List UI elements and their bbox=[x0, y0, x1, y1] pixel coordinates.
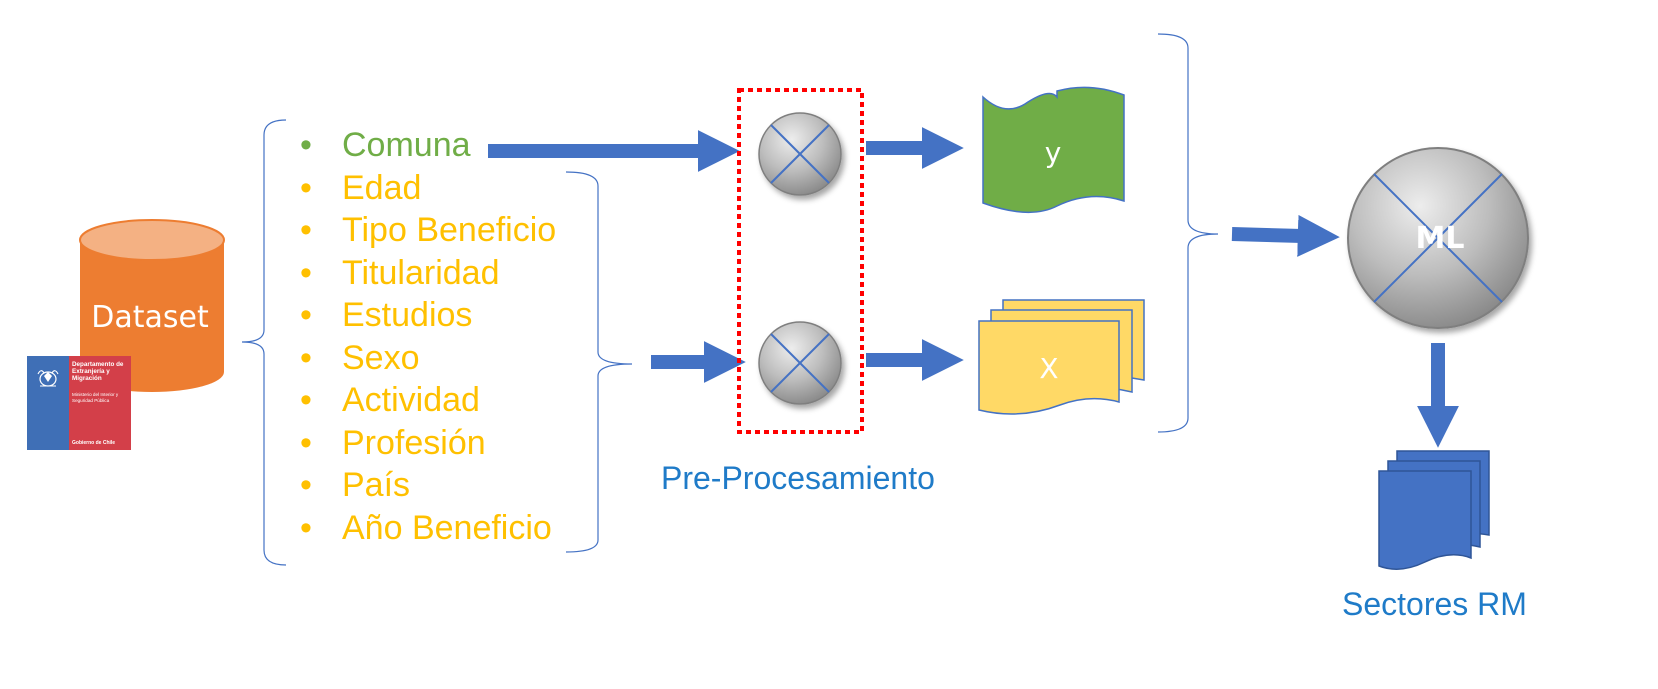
feature-label: País bbox=[342, 466, 411, 504]
logo-department: Departamento de Extranjería y Migración bbox=[72, 361, 124, 382]
preprocess-x-node bbox=[758, 321, 842, 405]
dataset-label: Dataset bbox=[91, 300, 209, 335]
feature-label: Titularidad bbox=[342, 253, 500, 292]
feature-item: • País bbox=[300, 464, 556, 507]
result-documents bbox=[1378, 450, 1490, 570]
ml-label: ML bbox=[1416, 221, 1465, 256]
bullet: • bbox=[300, 211, 312, 249]
x-features-brace bbox=[565, 171, 633, 553]
bullet: • bbox=[300, 168, 312, 207]
y-label: y bbox=[1045, 136, 1062, 169]
outputs-brace bbox=[1157, 33, 1219, 433]
feature-label: Sexo bbox=[342, 338, 420, 377]
features-brace bbox=[241, 119, 287, 566]
feature-item: • Actividad bbox=[300, 379, 556, 422]
logo-ministry: Ministerio del Interior y Seguridad Públ… bbox=[72, 392, 119, 403]
government-logo: Departamento de Extranjería y Migración … bbox=[27, 356, 131, 450]
preprocess-y-node bbox=[758, 112, 842, 196]
logo-government: Gobierno de Chile bbox=[72, 440, 116, 446]
feature-item: • Sexo bbox=[300, 337, 556, 380]
bullet: • bbox=[300, 126, 312, 164]
feature-item: • Titularidad bbox=[300, 252, 556, 295]
bullet: • bbox=[300, 338, 312, 377]
bullet: • bbox=[300, 296, 312, 334]
feature-label: Estudios bbox=[342, 296, 473, 334]
bullet: • bbox=[300, 466, 312, 504]
x-label: X bbox=[1039, 352, 1058, 385]
bullet: • bbox=[300, 423, 312, 462]
dataset-cylinder: Dataset bbox=[79, 219, 225, 392]
feature-list: • Comuna • Edad • Tipo Beneficio • Titulari… bbox=[300, 124, 556, 549]
preprocessing-box bbox=[737, 88, 864, 434]
feature-item: • Profesión bbox=[300, 422, 556, 465]
preprocessing-label: Pre-Procesamiento bbox=[661, 460, 935, 496]
feature-item: • Estudios bbox=[300, 294, 556, 337]
feature-item: • Edad bbox=[300, 167, 556, 210]
y-document: y bbox=[982, 86, 1125, 214]
ml-model-node: ML bbox=[1347, 147, 1529, 329]
feature-label: Actividad bbox=[342, 381, 480, 419]
bullet: • bbox=[300, 253, 312, 292]
feature-label: Edad bbox=[342, 168, 422, 207]
coat-of-arms-icon bbox=[37, 370, 59, 387]
result-label: Sectores RM bbox=[1342, 586, 1527, 622]
feature-item: • Año Beneficio bbox=[300, 507, 556, 550]
feature-label: Profesión bbox=[342, 423, 486, 462]
bullet: • bbox=[300, 381, 312, 419]
feature-label: Tipo Beneficio bbox=[342, 211, 557, 249]
feature-item: • Tipo Beneficio bbox=[300, 209, 556, 252]
bullet: • bbox=[300, 508, 312, 547]
feature-label: Comuna bbox=[342, 126, 471, 164]
feature-label: Año Beneficio bbox=[342, 508, 552, 547]
x-documents: X bbox=[978, 299, 1145, 415]
model-input-arrow bbox=[1231, 214, 1340, 257]
feature-item-target: • Comuna bbox=[300, 124, 556, 167]
